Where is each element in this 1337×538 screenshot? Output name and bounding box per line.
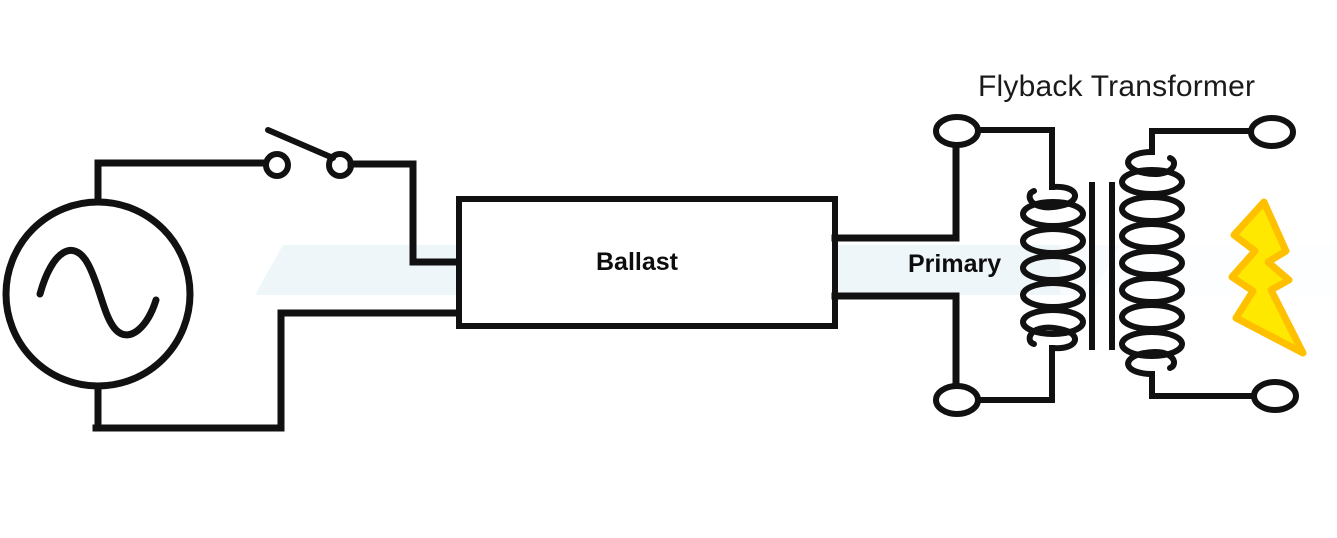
wire-secondary-top-lead [1149, 128, 1254, 155]
wire-source-bottom-to-ballast [94, 309, 466, 432]
ballast-box[interactable] [456, 196, 838, 329]
switch-lever-icon [265, 127, 336, 161]
wire-source-top-to-switch [94, 159, 281, 206]
highlight-band-left-taper [255, 245, 300, 295]
ballast-label: Ballast [596, 248, 678, 276]
ac-source-sine-icon [36, 246, 160, 339]
wire-primary-bottom-lead [975, 345, 1055, 403]
primary-coil [1020, 183, 1086, 352]
wire-secondary-bottom-lead [1149, 371, 1257, 399]
wire-ballast-bottom-to-primary-terminal [831, 292, 960, 392]
wire-ballast-top-to-primary-terminal [831, 141, 960, 242]
terminal-secondary-top[interactable] [1248, 115, 1296, 149]
primary-label: Primary [908, 250, 1002, 278]
lightning-bolt-icon [1228, 198, 1307, 357]
wire-primary-top-lead [975, 127, 1055, 190]
terminal-primary-top[interactable] [933, 114, 981, 148]
switch[interactable] [263, 127, 354, 179]
secondary-coil [1119, 149, 1185, 377]
ac-source [2, 198, 194, 390]
page-title: Flyback Transformer [978, 70, 1256, 103]
terminal-primary-bottom[interactable] [933, 383, 981, 417]
switch-left-contact-icon [263, 151, 291, 179]
terminal-secondary-bottom[interactable] [1251, 379, 1299, 413]
wire-switch-to-ballast-top [347, 160, 466, 266]
